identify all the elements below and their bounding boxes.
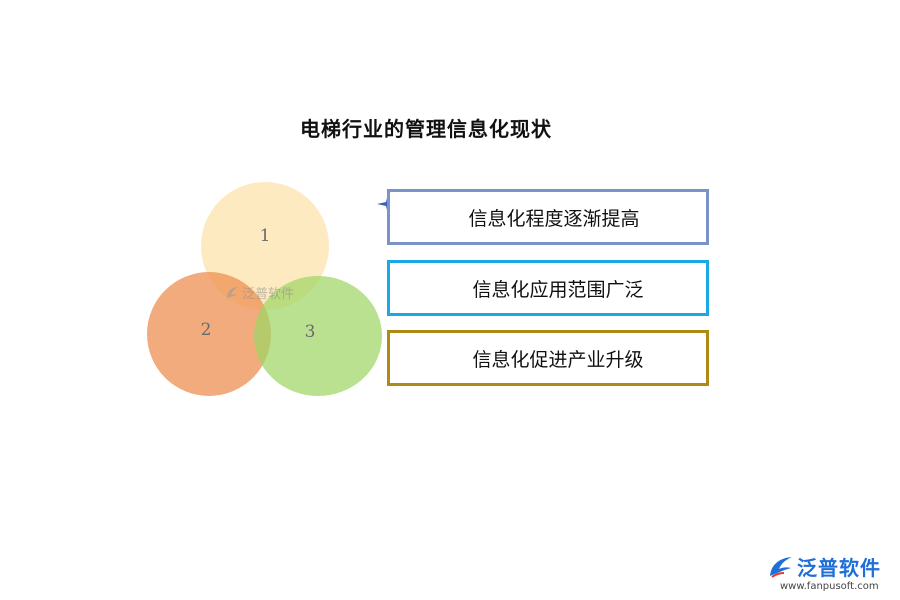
venn-circle-2: 2 [147, 272, 271, 396]
brand-name: 泛普软件 [797, 556, 881, 580]
watermark-text: 泛普软件 [242, 287, 295, 302]
venn-circle-2-label: 2 [200, 320, 212, 340]
info-box-2: 信息化应用范围广泛 [387, 260, 709, 316]
brand-url: www.fanpusoft.com [780, 581, 879, 592]
info-box-3: 信息化促进产业升级 [387, 330, 709, 386]
info-box-1: 信息化程度逐渐提高 [387, 189, 709, 245]
watermark: 泛普软件 [224, 283, 294, 302]
venn-circle-3: 3 [254, 276, 382, 396]
diagram-title: 电梯行业的管理信息化现状 [300, 117, 552, 141]
fanpu-logo-icon [770, 556, 792, 578]
info-box-2-label: 信息化应用范围广泛 [472, 278, 644, 301]
venn-circle-3-label: 3 [304, 322, 316, 342]
fanpu-logo-icon [227, 286, 238, 298]
brand-logo: 泛普软件 www.fanpusoft.com [768, 552, 881, 592]
info-box-3-label: 信息化促进产业升级 [472, 348, 644, 371]
info-box-1-label: 信息化程度逐渐提高 [468, 207, 640, 230]
venn-circle-1-label: 1 [259, 226, 271, 246]
